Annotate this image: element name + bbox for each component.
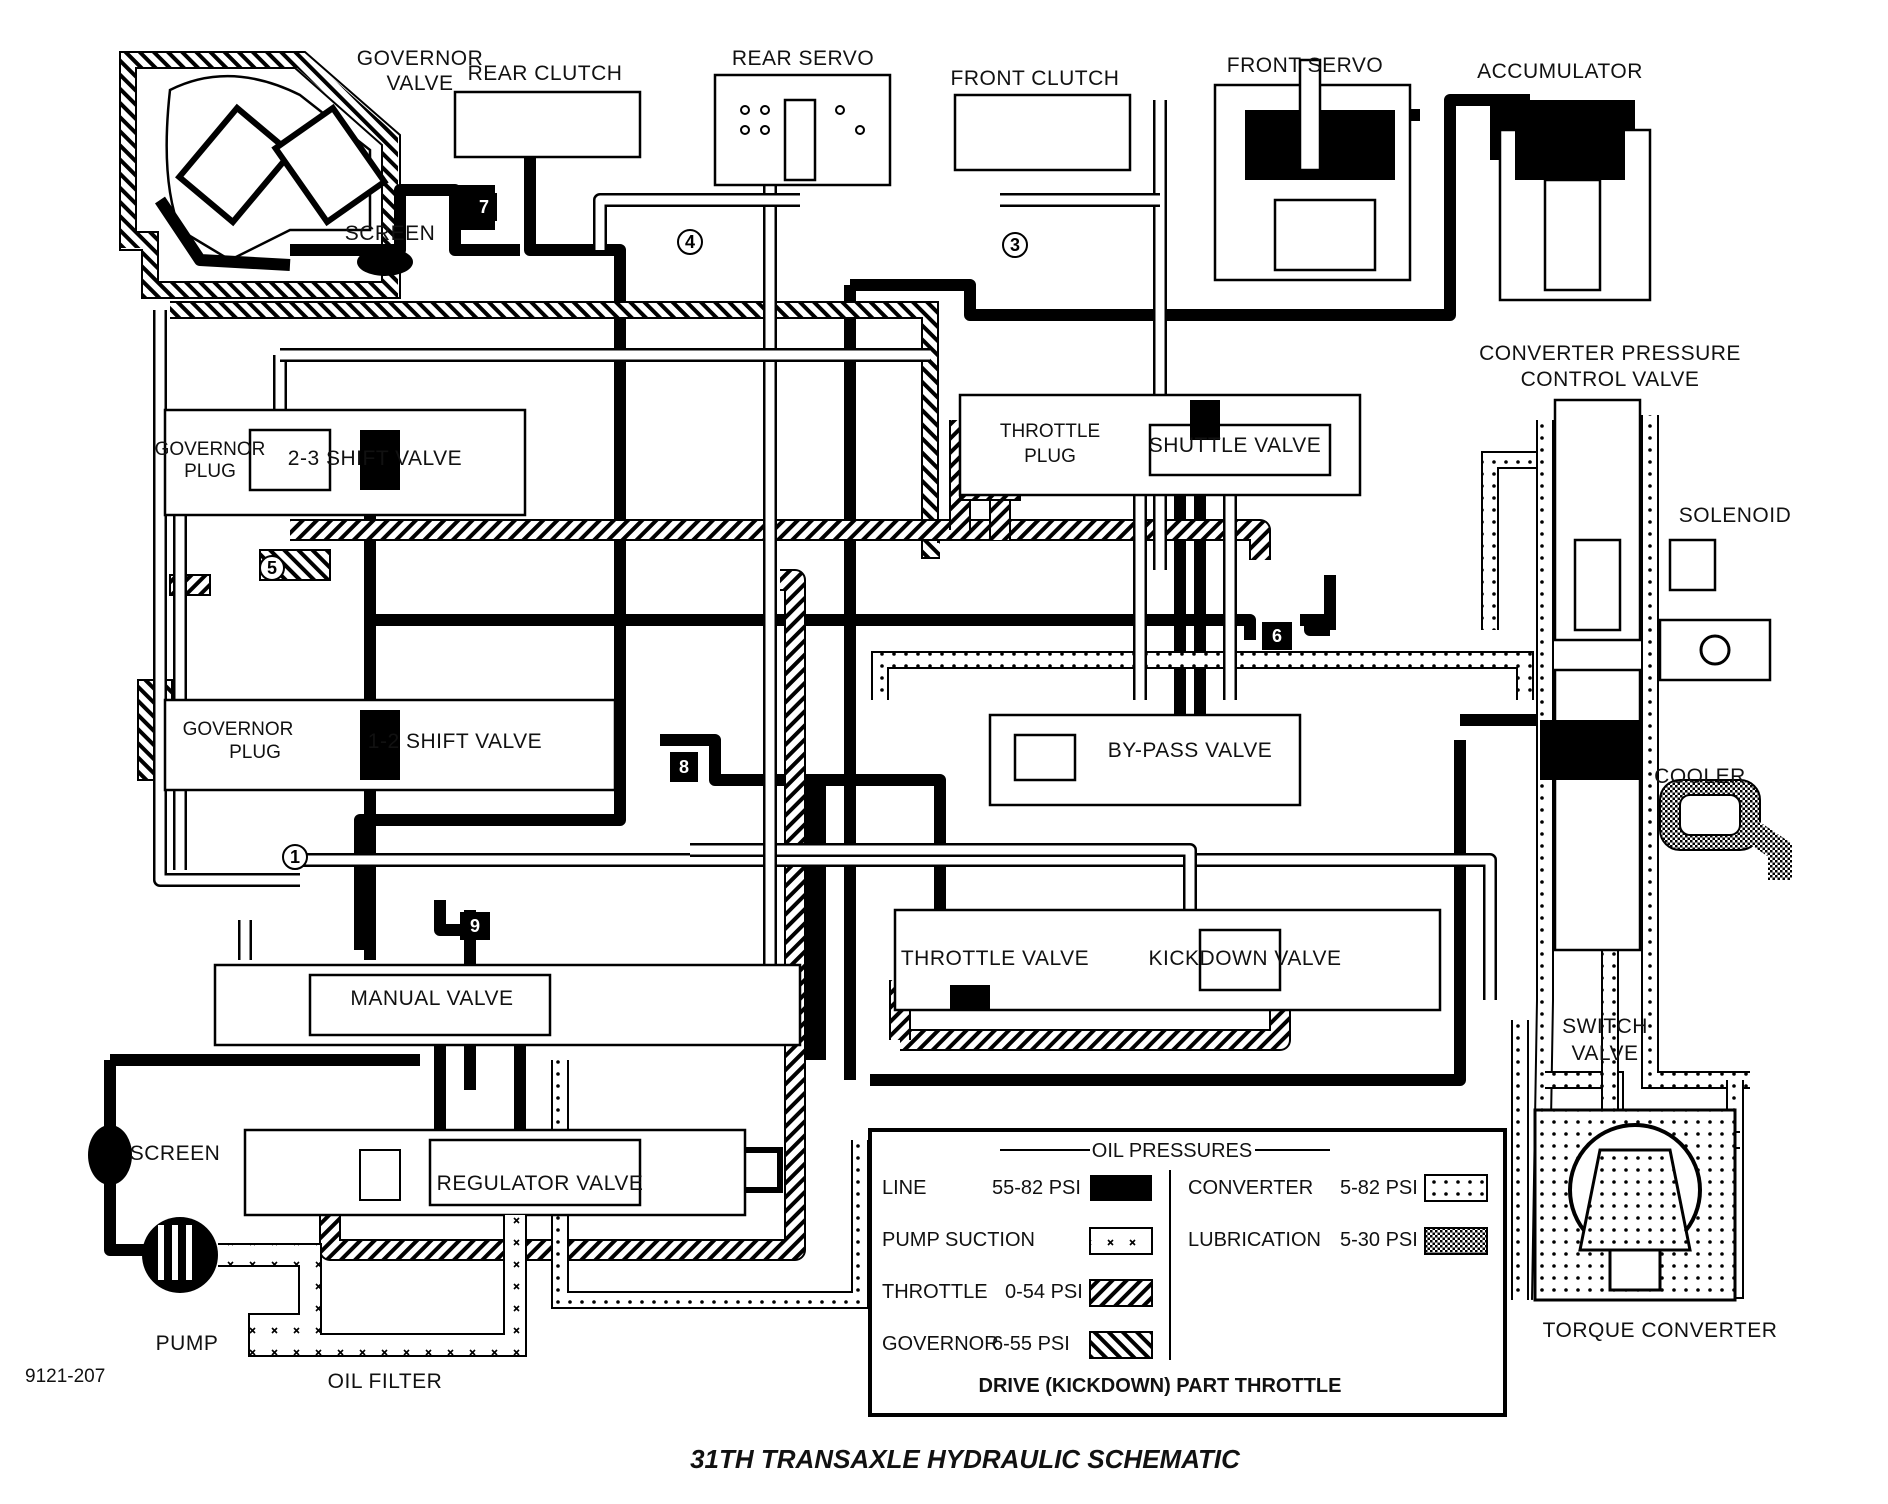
cooler [1659,779,1792,880]
front-clutch [953,93,1132,172]
screen-top-filter [357,248,413,276]
legend-heading: OIL PRESSURES [1092,1140,1252,1162]
governor-plug-23-label-2: PLUG [184,461,236,482]
exhaust-lines [153,80,1497,1030]
legend-converter-swatch [1424,1174,1488,1202]
accumulator-label: ACCUMULATOR [1477,60,1643,83]
pump [142,1217,218,1293]
regulator-valve-label: REGULATOR VALVE [437,1172,644,1195]
legend-throttle-name: THROTTLE [882,1281,988,1303]
front-clutch-label: FRONT CLUTCH [951,67,1120,90]
legend-caption: DRIVE (KICKDOWN) PART THROTTLE [979,1375,1342,1397]
svg-text:1: 1 [290,847,300,867]
shuttle-valve-body [958,393,1362,497]
kickdown-valve-label: KICKDOWN VALVE [1149,947,1342,970]
rear-servo-label: REAR SERVO [732,47,874,70]
accumulator [1498,120,1652,302]
governor-housing [119,51,401,299]
shift-valve-23-body [163,408,527,517]
legend-pump-suction-name: PUMP SUCTION [882,1229,1035,1251]
regulator-valve-body [243,1128,747,1217]
manual-valve-body [213,963,802,1047]
shift-valve-12-label: 1-2 SHIFT VALVE [368,730,542,753]
manual-valve-label: MANUAL VALVE [350,987,513,1010]
check-ball-4: 4 [677,229,703,255]
legend-line-name: LINE [882,1177,926,1199]
check-ball-1: 1 [282,844,308,870]
check-ball-7: 7 [471,193,497,221]
svg-text:3: 3 [1010,235,1020,255]
converter-pressure-control-valve-label-2: CONTROL VALVE [1521,368,1700,391]
bypass-valve-label: BY-PASS VALVE [1108,739,1272,762]
shift-valve-23-label: 2-3 SHIFT VALVE [288,447,462,470]
legend: OIL PRESSURES LINE 55-82 PSI PUMP SUCTIO… [868,1128,1507,1417]
legend-pump-suction-swatch [1089,1227,1153,1255]
svg-text:6: 6 [1272,626,1282,646]
governor-plug-23-label-1: GOVERNOR [155,439,266,460]
shift-valve-12-body [163,698,617,792]
check-ball-5: 5 [259,555,285,581]
legend-lubrication-name: LUBRICATION [1188,1229,1321,1251]
legend-line-swatch [1090,1175,1152,1201]
legend-line-range: 55-82 PSI [992,1177,1081,1199]
rear-clutch [453,90,642,159]
check-ball-8: 8 [670,752,698,782]
svg-text:5: 5 [267,558,277,578]
legend-governor-range: 6-55 PSI [992,1333,1070,1355]
switch-valve-body [1540,668,1642,952]
front-servo [1213,58,1412,282]
converter-pressure-control-valve-label-1: CONVERTER PRESSURE [1479,342,1741,365]
screen-bottom-label: SCREEN [130,1142,221,1165]
diagram-title: 31TH TRANSAXLE HYDRAULIC SCHEMATIC [690,1444,1241,1474]
throttle-valve-label: THROTTLE VALVE [901,947,1089,970]
legend-throttle-range: 0-54 PSI [1005,1281,1083,1303]
torque-converter [1533,1108,1737,1302]
svg-text:9: 9 [470,916,480,936]
switch-valve-label-1: SWITCH [1562,1015,1648,1038]
screen-top-label: SCREEN [345,222,436,245]
throttle-plug-label-1: THROTTLE [1000,421,1100,442]
svg-text:8: 8 [679,757,689,777]
check-ball-9: 9 [460,912,490,940]
solenoid-label: SOLENOID [1679,504,1792,527]
solenoid [1658,538,1772,682]
bypass-valve-body [988,713,1302,807]
svg-text:4: 4 [685,232,695,252]
svg-text:7: 7 [479,197,489,217]
switch-valve-label-2: VALVE [1571,1042,1638,1065]
figure-id: 9121-207 [25,1366,105,1387]
check-ball-6: 6 [1262,622,1292,650]
pump-label: PUMP [156,1332,219,1355]
governor-valve-label-2: VALVE [386,72,453,95]
throttle-plug-label-2: PLUG [1024,446,1076,467]
oil-filter-label: OIL FILTER [328,1370,443,1393]
governor-plug-12-label-1: GOVERNOR [183,719,294,740]
legend-lubrication-range: 5-30 PSI [1340,1229,1418,1251]
legend-governor-name: GOVERNOR [882,1333,999,1355]
legend-throttle-swatch [1089,1279,1153,1307]
legend-converter-name: CONVERTER [1188,1177,1313,1199]
converter-pressure-control-valve-body [1553,398,1642,642]
throttle-kickdown-valve-body [893,908,1442,1012]
pump-suction-circuit [218,1215,527,1357]
torque-converter-label: TORQUE CONVERTER [1543,1319,1778,1342]
rear-servo [713,73,892,187]
front-servo-label: FRONT SERVO [1227,54,1383,77]
check-ball-3: 3 [1002,232,1028,258]
rear-clutch-label: REAR CLUTCH [468,62,623,85]
governor-valve-label-1: GOVERNOR [357,47,484,70]
legend-lubrication-swatch [1424,1227,1488,1255]
throttle-pressure-circuit [169,404,1291,1261]
legend-governor-swatch [1089,1331,1153,1359]
shuttle-valve-label: SHUTTLE VALVE [1149,434,1322,457]
governor-plug-12-label-2: PLUG [229,742,281,763]
legend-converter-range: 5-82 PSI [1340,1177,1418,1199]
cooler-label: COOLER [1654,765,1746,788]
screen-bottom-filter [88,1125,132,1185]
